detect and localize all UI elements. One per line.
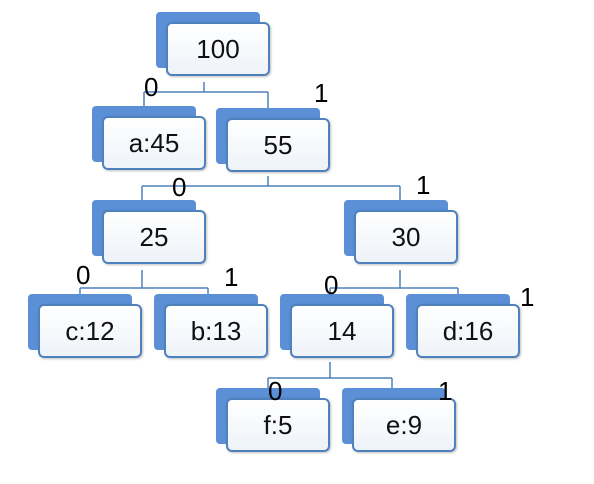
node-25: 25	[92, 200, 208, 266]
connector-25	[79, 270, 209, 296]
edge-label-25-left: 0	[76, 260, 91, 290]
node-a: a:45	[92, 106, 208, 172]
node-55: 55	[216, 108, 332, 174]
connector-30	[329, 270, 459, 296]
edge-label-14-right: 1	[438, 376, 453, 406]
node-e: e:9	[342, 388, 458, 454]
node-d-label: d:16	[416, 304, 520, 358]
node-55-label: 55	[226, 118, 330, 172]
node-d: d:16	[406, 294, 522, 360]
node-c-label: c:12	[38, 304, 142, 358]
node-c: c:12	[28, 294, 144, 360]
node-root-label: 100	[166, 22, 270, 76]
node-b: b:13	[154, 294, 270, 360]
node-14-label: 14	[290, 304, 394, 358]
edge-label-root-left: 0	[144, 72, 159, 102]
edge-label-25-right: 1	[224, 262, 239, 292]
connector-55	[141, 176, 401, 202]
edge-label-55-left: 0	[172, 172, 187, 202]
edge-label-root-right: 1	[314, 78, 329, 108]
node-f-label: f:5	[226, 398, 330, 452]
node-f: f:5	[216, 388, 332, 454]
node-30: 30	[344, 200, 460, 266]
connector-root	[143, 82, 269, 108]
edge-label-14-left: 0	[268, 376, 283, 406]
node-b-label: b:13	[164, 304, 268, 358]
edge-label-30-left: 0	[324, 270, 339, 300]
node-a-label: a:45	[102, 116, 206, 170]
edge-label-30-right: 1	[520, 282, 535, 312]
node-30-label: 30	[354, 210, 458, 264]
node-root: 100	[156, 12, 272, 78]
node-14: 14	[280, 294, 396, 360]
connector-14	[267, 362, 393, 390]
node-e-label: e:9	[352, 398, 456, 452]
edge-label-55-right: 1	[416, 170, 431, 200]
node-25-label: 25	[102, 210, 206, 264]
